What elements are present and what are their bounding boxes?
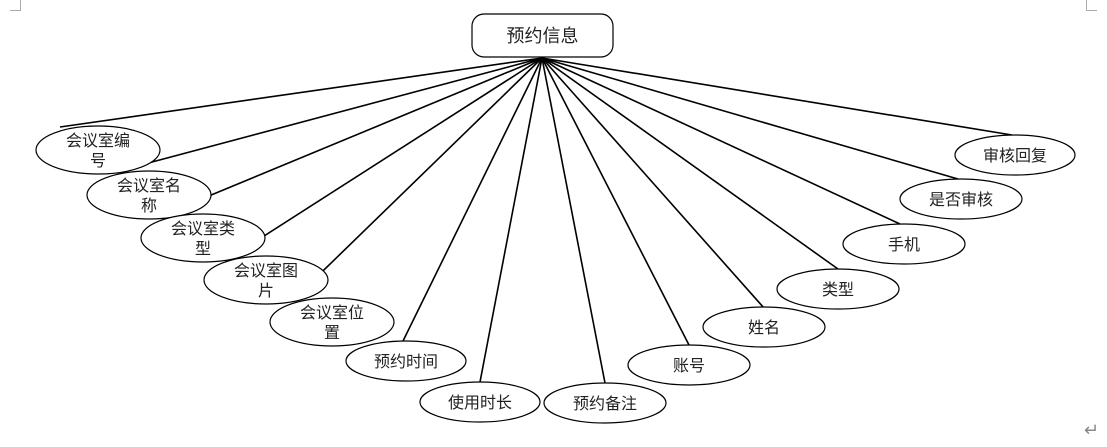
attribute-label: 称 — [141, 196, 157, 215]
attribute-label: 是否审核 — [929, 190, 993, 209]
attribute-label: 类型 — [822, 280, 854, 299]
connector-line — [541, 57, 690, 346]
connector-line — [157, 57, 543, 218]
attribute-ellipse — [86, 170, 212, 220]
connector-line — [291, 57, 543, 302]
connector-line — [224, 57, 543, 262]
connector-line — [541, 57, 606, 384]
attribute-ellipse — [543, 382, 667, 424]
connector-line — [479, 57, 543, 383]
attribute-node[interactable]: 预约备注 — [543, 382, 667, 424]
attribute-ellipse — [842, 223, 966, 265]
attribute-node[interactable]: 是否审核 — [899, 178, 1023, 220]
attribute-label: 会议室名 — [117, 176, 181, 195]
attribute-label: 审核回复 — [983, 146, 1047, 165]
connector-line — [541, 57, 765, 309]
attribute-ellipse — [203, 255, 329, 305]
attribute-label: 手机 — [888, 235, 920, 254]
attribute-node[interactable]: 类型 — [776, 268, 900, 310]
connector-line — [541, 57, 839, 270]
connector-line — [59, 57, 543, 128]
attribute-label: 型 — [195, 239, 211, 258]
attribute-node[interactable]: 账号 — [627, 344, 751, 386]
connector-lines — [59, 57, 1013, 384]
connector-line — [402, 57, 543, 342]
page-corner-top-left — [10, 0, 21, 11]
root-entity-box — [471, 13, 614, 58]
attribute-label: 账号 — [673, 356, 705, 375]
attribute-node[interactable]: 预约时间 — [345, 340, 467, 382]
attribute-label: 置 — [324, 323, 340, 342]
attribute-ellipse — [140, 213, 266, 263]
attribute-label: 片 — [258, 281, 274, 300]
attribute-node[interactable]: 审核回复 — [954, 134, 1076, 176]
attribute-label: 使用时长 — [448, 393, 512, 412]
connector-line — [110, 57, 543, 174]
attribute-label: 预约备注 — [573, 394, 637, 413]
attribute-node[interactable]: 手机 — [842, 223, 966, 265]
attribute-ellipse — [899, 178, 1023, 220]
attribute-node[interactable]: 使用时长 — [419, 381, 541, 423]
root-entity-label: 预约信息 — [507, 26, 579, 47]
attribute-ellipse — [419, 381, 541, 423]
attribute-label: 预约时间 — [374, 352, 438, 371]
connector-line — [541, 57, 1013, 136]
attribute-ellipse — [269, 297, 395, 347]
attribute-ellipse — [345, 340, 467, 382]
connector-line — [541, 57, 959, 180]
attribute-label: 会议室类 — [171, 219, 235, 238]
attribute-node[interactable]: 姓名 — [702, 306, 826, 348]
connector-line — [541, 57, 901, 225]
attribute-nodes: 会议室编号会议室名称会议室类型会议室图片会议室位置预约时间使用时长预约备注账号姓… — [35, 125, 1076, 424]
attribute-label: 会议室位 — [300, 303, 364, 322]
attribute-ellipse — [702, 306, 826, 348]
attribute-ellipse — [627, 344, 751, 386]
attribute-label: 会议室编 — [66, 131, 130, 150]
paragraph-mark: ↵ — [1083, 420, 1099, 441]
root-entity[interactable]: 预约信息 — [471, 13, 614, 58]
page-corner-top-right — [1086, 0, 1097, 11]
attribute-label: 号 — [90, 151, 106, 170]
attribute-ellipse — [954, 134, 1076, 176]
attribute-ellipse — [35, 125, 161, 175]
attribute-label: 姓名 — [748, 318, 780, 337]
attribute-label: 会议室图 — [234, 261, 298, 280]
attribute-ellipse — [776, 268, 900, 310]
